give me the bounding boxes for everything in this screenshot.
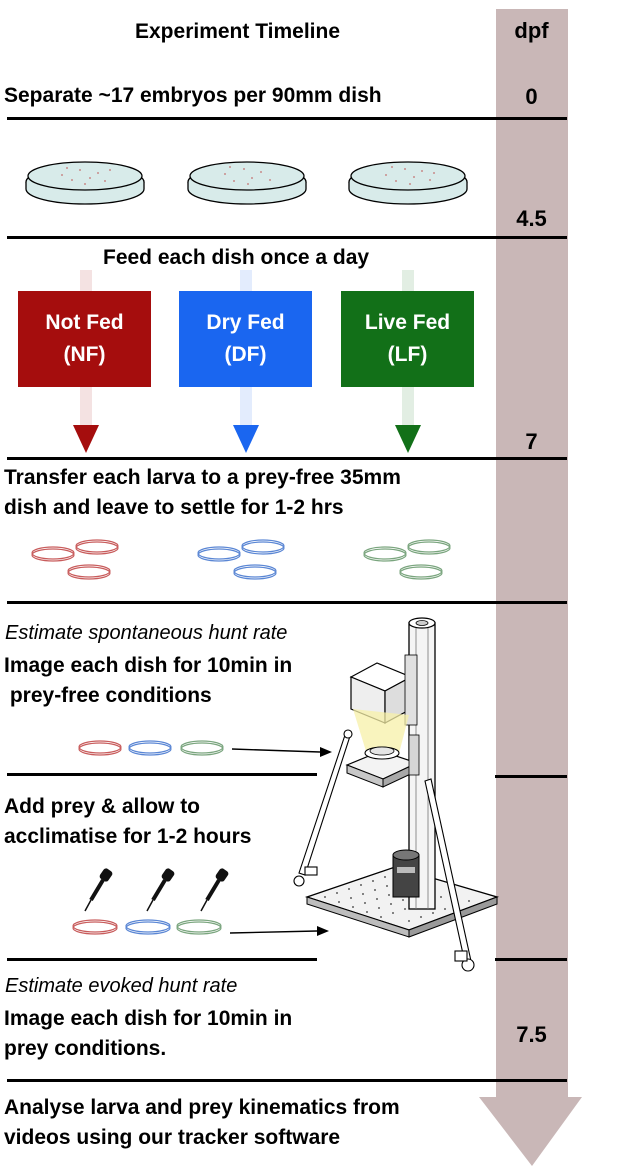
divider-4 (7, 601, 567, 604)
step-spontaneous-title: Estimate spontaneous hunt rate (5, 622, 288, 644)
pipette-icon-1 (84, 868, 113, 912)
dry-fed-arrowhead (233, 425, 259, 453)
live-fed-label: Live Fed (364, 311, 451, 334)
not-fed-label: Not Fed (45, 311, 124, 334)
rig-lower-camera (392, 849, 420, 898)
divider-1 (7, 117, 567, 120)
step-evoked-title: Estimate evoked hunt rate (5, 975, 238, 997)
not-fed-box: Not Fed (NF) (18, 291, 151, 387)
step-analyse-line1: Analyse larva and prey kinematics from (4, 1096, 400, 1119)
small-dishes-nf (31, 539, 119, 580)
divider-7 (7, 1079, 567, 1082)
step-transfer-line2: dish and leave to settle for 1-2 hrs (4, 496, 344, 519)
dpf-mark-7-5: 7.5 (516, 1022, 547, 1047)
dpf-mark-4-5: 4.5 (516, 206, 547, 231)
step-analyse-line2: videos using our tracker software (4, 1126, 341, 1149)
live-fed-abbrev: (LF) (387, 343, 428, 366)
rig-camera (349, 654, 418, 726)
rig-light-cone (353, 709, 409, 761)
dry-fed-box: Dry Fed (DF) (179, 291, 312, 387)
divider-5a (7, 773, 317, 776)
step-transfer-line1: Transfer each larva to a prey-free 35mm (4, 466, 401, 489)
divider-6b (495, 958, 567, 961)
divider-3 (7, 457, 567, 460)
not-fed-arrowhead (73, 425, 99, 453)
step-prey-line2: acclimatise for 1-2 hours (4, 825, 252, 848)
step-spontaneous-line1: Image each dish for 10min in (4, 654, 293, 677)
small-dishes-df (197, 539, 285, 580)
divider-5b (495, 775, 567, 778)
dpf-label: dpf (514, 18, 549, 43)
step-feed: Feed each dish once a day (103, 246, 370, 269)
step-separate: Separate ~17 embryos per 90mm dish (4, 84, 382, 107)
rig-support-rods (293, 729, 475, 972)
imaging-rig-illustration (293, 617, 500, 972)
live-fed-arrowhead (395, 425, 421, 453)
step-spontaneous-line2: prey-free conditions (4, 684, 212, 707)
pipette-icon-3 (200, 868, 229, 912)
small-dishes (31, 539, 451, 580)
live-fed-box: Live Fed (LF) (341, 291, 474, 387)
spontaneous-dishes-arrow (78, 740, 332, 757)
dpf-mark-7: 7 (525, 429, 538, 454)
large-dish-2 (187, 161, 307, 205)
small-dishes-lf (363, 539, 451, 580)
step-prey-line1: Add prey & allow to (4, 795, 201, 818)
timeline-title: Experiment Timeline (135, 20, 341, 43)
large-dishes (25, 161, 468, 205)
prey-pipettes-dishes (72, 868, 329, 936)
dry-fed-abbrev: (DF) (224, 343, 267, 366)
step-evoked-line2: prey conditions. (4, 1037, 167, 1060)
rig-stage (345, 734, 420, 788)
pipette-icon-2 (146, 868, 175, 912)
divider-2 (7, 236, 567, 239)
dry-fed-label: Dry Fed (206, 311, 285, 334)
divider-6a (7, 958, 317, 961)
not-fed-abbrev: (NF) (63, 343, 106, 366)
step-evoked-line1: Image each dish for 10min in (4, 1007, 293, 1030)
large-dish-1 (25, 161, 145, 205)
dpf-mark-0: 0 (525, 84, 538, 109)
large-dish-3 (348, 161, 468, 205)
